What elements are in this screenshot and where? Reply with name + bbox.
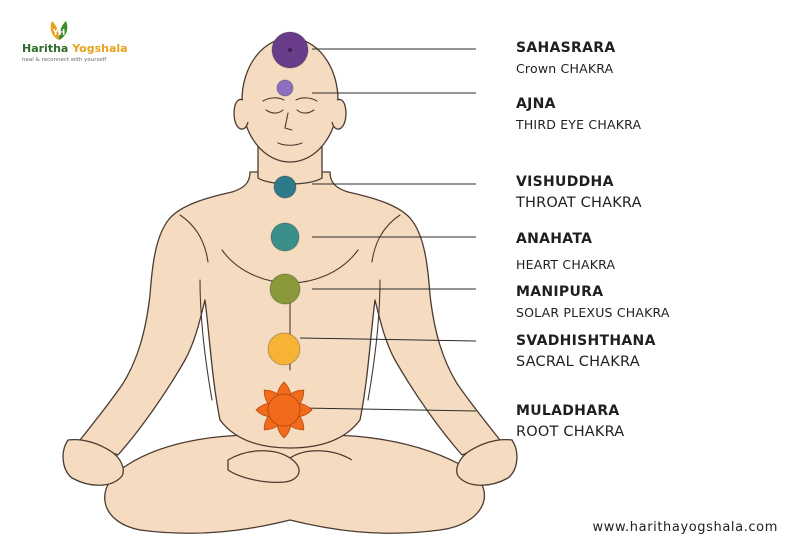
chakra-marker-vishuddha xyxy=(273,175,297,199)
chakra-subtitle: HEART CHAKRA xyxy=(516,257,616,272)
chakra-subtitle: Crown CHAKRA xyxy=(516,61,614,76)
label-anahata: ANAHATA HEART CHAKRA xyxy=(516,231,615,272)
chakra-markers xyxy=(255,31,313,439)
label-sahasrara: SAHASRARA Crown CHAKRA xyxy=(516,40,615,76)
chakra-subtitle: THIRD EYE CHAKRA xyxy=(516,117,642,132)
chakra-name: MANIPURA xyxy=(516,284,604,300)
website-url: www.harithayogshala.com xyxy=(592,520,778,535)
chakra-name: VISHUDDHA xyxy=(516,174,614,190)
chakra-marker-anahata xyxy=(270,222,300,252)
chakra-subtitle: THROAT CHAKRA xyxy=(516,195,642,211)
logo-name: Haritha Yogshala xyxy=(22,42,128,55)
label-svadhishthana: SVADHISHTHANA SACRAL CHAKRA xyxy=(516,333,656,370)
chakra-subtitle: ROOT CHAKRA xyxy=(516,424,625,440)
leaf-logo-icon: YH xyxy=(50,21,68,40)
leader-lines xyxy=(299,48,477,412)
chakra-name: SVADHISHTHANA xyxy=(516,333,656,349)
leader-line-muladhara xyxy=(301,407,477,412)
logo-name-part1: Haritha xyxy=(22,42,69,55)
lotus-icon xyxy=(255,381,313,439)
logo-mark-letters: YH xyxy=(52,28,66,37)
chakra-marker-manipura xyxy=(269,273,301,305)
chakra-subtitle: SOLAR PLEXUS CHAKRA xyxy=(516,305,670,320)
logo-tagline: heal & reconnect with yourself xyxy=(22,57,107,63)
label-vishuddha: VISHUDDHA THROAT CHAKRA xyxy=(516,174,642,211)
chakra-name: SAHASRARA xyxy=(516,40,616,56)
meditating-figure xyxy=(62,37,518,534)
chakra-marker-svadhishthana xyxy=(267,332,301,366)
chakra-name: MULADHARA xyxy=(516,403,620,419)
label-ajna: AJNA THIRD EYE CHAKRA xyxy=(516,96,641,132)
chakra-marker-ajna xyxy=(276,79,294,97)
chakra-subtitle: SACRAL CHAKRA xyxy=(516,354,640,370)
logo-name-part2: Yogshala xyxy=(72,42,128,55)
brand-logo: YH Haritha Yogshala heal & reconnect wit… xyxy=(22,18,142,64)
leader-line-svadhishthana xyxy=(299,337,477,342)
label-manipura: MANIPURA SOLAR PLEXUS CHAKRA xyxy=(516,284,670,320)
label-muladhara: MULADHARA ROOT CHAKRA xyxy=(516,403,624,440)
chakra-name: ANAHATA xyxy=(516,231,593,247)
crown-center-dot xyxy=(288,48,292,52)
chakra-name: AJNA xyxy=(516,96,556,112)
